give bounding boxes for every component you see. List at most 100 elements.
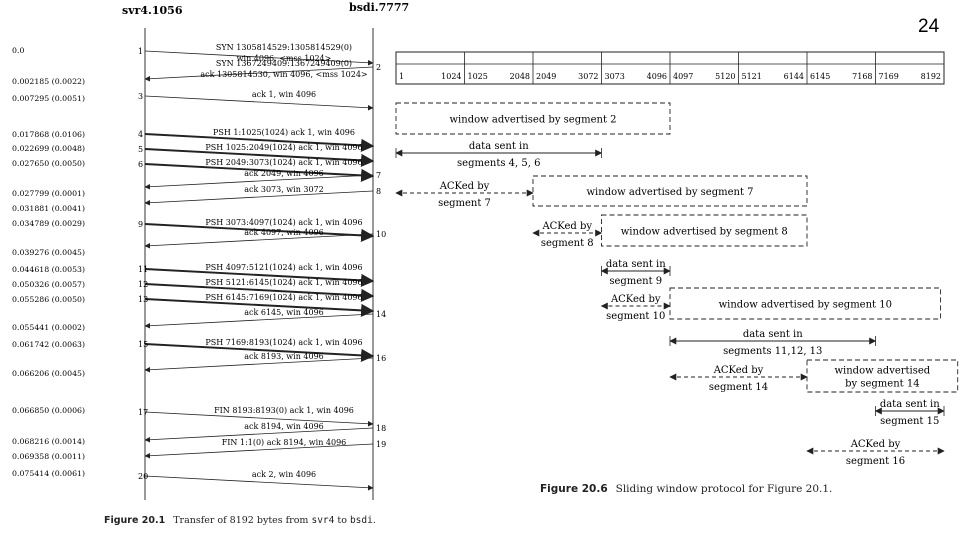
arrow-label: data sent in <box>606 259 666 270</box>
arrow-label: segments 11,12, 13 <box>723 346 822 357</box>
arrow-label: segment 16 <box>846 456 905 467</box>
window-segment-10 <box>669 287 942 320</box>
segment-label: win 4096, <mss 1024> <box>237 54 332 63</box>
caption-text: Sliding window protocol for Figure 20.1. <box>615 483 833 495</box>
timestamp: 0.034789 (0.0029) <box>12 219 85 228</box>
caption-text-part: Transfer of 8192 bytes from <box>173 515 312 526</box>
timestamp: 0.007295 (0.0051) <box>12 94 85 103</box>
byte-range-start: 5121 <box>742 72 762 81</box>
segment-label: PSH 2049:3073(1024) ack 1, win 4096 <box>205 158 362 167</box>
segment-arrow <box>144 163 375 183</box>
slide-number: 24 <box>918 16 940 37</box>
window-label: window advertised <box>834 366 930 377</box>
timestamp: 0.050326 (0.0057) <box>12 280 85 289</box>
timestamp: 0.027799 (0.0001) <box>12 189 85 198</box>
segment-arrow <box>144 174 374 190</box>
segment-label: ack 8194, win 4096 <box>244 422 324 431</box>
byte-range-end: 4096 <box>647 72 667 81</box>
byte-range-end: 8192 <box>921 72 941 81</box>
segment-number: 13 <box>138 295 148 304</box>
segment-arrow <box>144 343 375 363</box>
window-label: by segment 14 <box>845 379 919 390</box>
window-label: window advertised by segment 7 <box>587 187 754 198</box>
byte-range-start: 1 <box>399 72 404 81</box>
window-segment-8 <box>601 214 808 247</box>
timestamp: 0.027650 (0.0050) <box>12 159 85 168</box>
segment-label: ack 8193, win 4096 <box>244 352 324 361</box>
segment-label: ack 2049, win 4096 <box>244 169 324 178</box>
byte-range-end: 5120 <box>715 72 735 81</box>
window-segment-7 <box>532 175 808 207</box>
timestamp: 0.068216 (0.0014) <box>12 437 85 446</box>
segment-number: 9 <box>138 220 143 229</box>
segment-arrow <box>144 298 375 318</box>
arrow-label: ACKed by <box>439 181 490 192</box>
arrow-label: segments 4, 5, 6 <box>457 158 540 169</box>
segment-number: 7 <box>376 171 381 180</box>
segment-arrow <box>144 283 375 303</box>
byte-range-end: 2048 <box>510 72 530 81</box>
segment-number: 4 <box>138 130 143 139</box>
segment-label: PSH 3073:4097(1024) ack 1, win 4096 <box>205 218 362 227</box>
segment-label: PSH 1025:2049(1024) ack 1, win 4096 <box>205 143 362 152</box>
segment-arrow <box>144 133 375 153</box>
left-host-label: svr4.1056 <box>122 4 183 17</box>
segment-number: 2 <box>376 63 381 72</box>
segment-arrow <box>144 66 374 82</box>
segment-arrow <box>144 148 375 168</box>
caption-text-part: . <box>372 515 376 526</box>
byte-range-start: 7169 <box>879 72 899 81</box>
segment-arrow <box>144 50 374 66</box>
segment-label: PSH 5121:6145(1024) ack 1, win 4096 <box>205 278 362 287</box>
window-segment-14 <box>806 359 959 393</box>
segment-label: ack 4097, win 4096 <box>244 228 324 237</box>
segment-arrow <box>144 223 375 243</box>
caption-number: Figure 20.1 <box>104 515 166 526</box>
segment-label: ack 3073, win 3072 <box>244 185 324 194</box>
segment-label: PSH 4097:5121(1024) ack 1, win 4096 <box>205 263 362 272</box>
timestamp: 0.0 <box>12 46 24 55</box>
arrow-label: data sent in <box>880 399 940 410</box>
byte-range-end: 7168 <box>852 72 872 81</box>
caption-host-b: bsdi <box>349 515 373 526</box>
byte-range-start: 2049 <box>536 72 556 81</box>
timestamp: 0.031881 (0.0041) <box>12 204 85 213</box>
right-host-label: bsdi.7777 <box>349 1 409 14</box>
segment-number: 1 <box>138 47 143 56</box>
timestamp: 0.075414 (0.0061) <box>12 469 85 478</box>
arrow-label: data sent in <box>743 329 803 340</box>
byte-range-start: 6145 <box>810 72 830 81</box>
segment-label: ack 1305814530, win 4096, <mss 1024> <box>200 70 367 79</box>
segment-arrow <box>144 233 374 249</box>
segment-number: 15 <box>138 340 148 349</box>
segment-number: 19 <box>376 440 386 449</box>
byte-range-end: 6144 <box>784 72 804 81</box>
timestamp: 0.066206 (0.0045) <box>12 369 85 378</box>
segment-number: 14 <box>376 310 386 319</box>
segment-number: 8 <box>376 187 381 196</box>
arrow-label: segment 14 <box>709 382 768 393</box>
segment-label: FIN 8193:8193(0) ack 1, win 4096 <box>214 406 354 415</box>
byte-range-end: 3072 <box>578 72 598 81</box>
segment-number: 3 <box>138 92 143 101</box>
timestamp: 0.066850 (0.0006) <box>12 406 85 415</box>
segment-number: 12 <box>138 280 148 289</box>
segment-label: FIN 1:1(0) ack 8194, win 4096 <box>222 438 347 447</box>
segment-arrow <box>144 313 374 329</box>
arrow-label: ACKed by <box>610 294 661 305</box>
byte-range-start: 3073 <box>605 72 625 81</box>
segment-label: PSH 1:1025(1024) ack 1, win 4096 <box>213 128 355 137</box>
window-label: window advertised by segment 10 <box>719 300 892 311</box>
timestamp: 0.069358 (0.0011) <box>12 452 85 461</box>
caption-text-part: to <box>334 515 350 526</box>
segment-arrow <box>144 95 374 111</box>
window-label: window advertised by segment 2 <box>450 115 617 126</box>
byte-range-end: 1024 <box>441 72 461 81</box>
arrow-label: ACKed by <box>713 365 764 376</box>
segment-label: ack 6145, win 4096 <box>244 308 324 317</box>
byte-range-start: 4097 <box>673 72 693 81</box>
arrow-label: ACKed by <box>850 439 901 450</box>
timestamp: 0.044618 (0.0053) <box>12 265 85 274</box>
